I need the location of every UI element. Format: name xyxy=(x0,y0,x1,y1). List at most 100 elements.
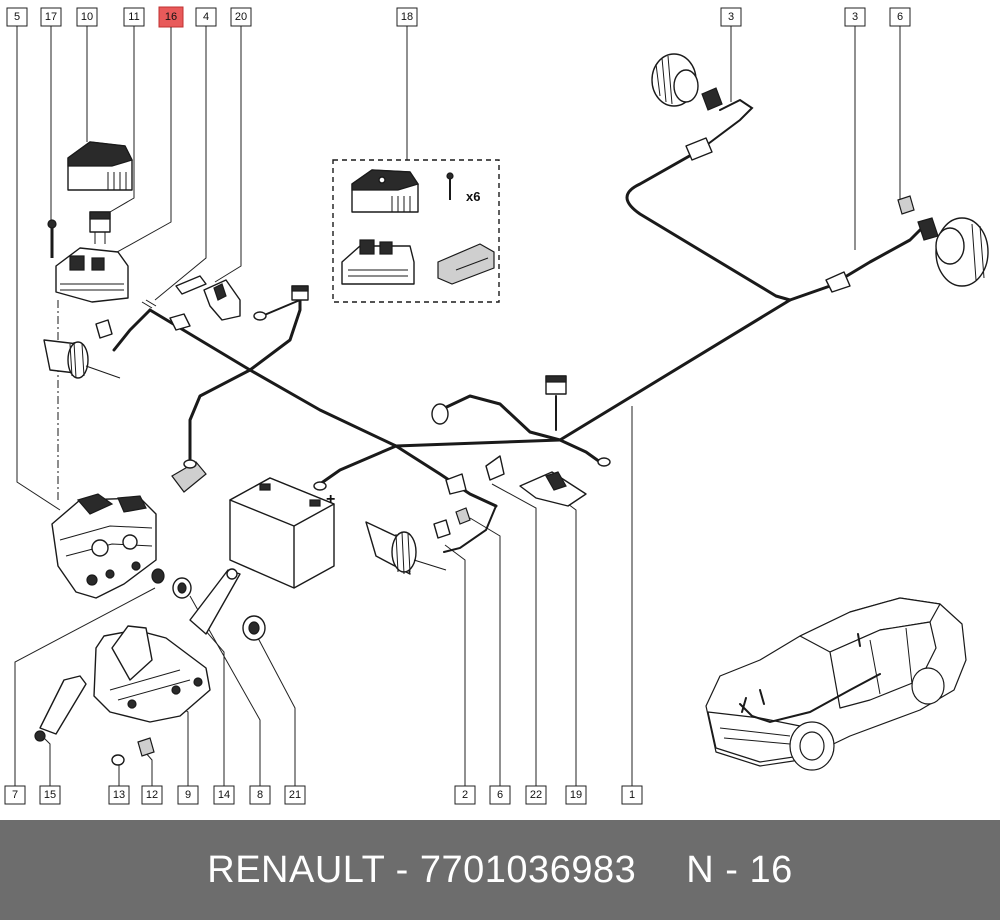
sensor-plug-front-right[interactable] xyxy=(685,137,713,161)
callout-17[interactable]: 17 xyxy=(40,7,62,27)
callout-9[interactable]: 9 xyxy=(177,785,199,805)
callout-6-top[interactable]: 6 xyxy=(889,7,911,27)
svg-text:18: 18 xyxy=(401,11,413,23)
svg-text:4: 4 xyxy=(203,11,209,23)
callouts: 5 17 10 11 16 4 20 18 3 3 6 7 15 13 12 9… xyxy=(4,6,911,805)
connector-center-top[interactable] xyxy=(545,375,567,395)
relay-cover-10[interactable] xyxy=(67,141,133,191)
bracket-arm-14[interactable] xyxy=(189,568,241,635)
mounting-bracket-9[interactable] xyxy=(93,625,211,723)
svg-text:16: 16 xyxy=(165,11,177,23)
kit-quantity-label: x6 xyxy=(466,189,480,204)
bolt-17[interactable] xyxy=(47,219,57,258)
callout-4[interactable]: 4 xyxy=(195,7,217,27)
relay-11[interactable] xyxy=(89,211,111,244)
callout-10[interactable]: 10 xyxy=(76,7,98,27)
clip-bracket-19[interactable] xyxy=(519,471,587,507)
callout-7[interactable]: 7 xyxy=(4,785,26,805)
connector-left-lower[interactable] xyxy=(171,459,207,493)
svg-text:20: 20 xyxy=(235,11,247,23)
bolt-12[interactable] xyxy=(137,737,155,757)
svg-text:10: 10 xyxy=(81,11,93,23)
repair-kit-group: x6 xyxy=(332,159,500,303)
callout-19[interactable]: 19 xyxy=(565,785,587,805)
callout-1[interactable]: 1 xyxy=(621,785,643,805)
mount-21[interactable] xyxy=(242,615,266,641)
callout-3-front[interactable]: 3 xyxy=(720,7,742,27)
clip-bracket-4[interactable] xyxy=(175,275,207,295)
callout-2[interactable]: 2 xyxy=(454,785,476,805)
svg-text:11: 11 xyxy=(128,11,139,23)
connector-relay-top[interactable] xyxy=(291,285,309,301)
clip-bracket-20[interactable] xyxy=(203,279,241,321)
battery: + xyxy=(229,477,335,589)
callout-18[interactable]: 18 xyxy=(396,7,418,27)
clip-bracket-22[interactable] xyxy=(485,455,505,481)
abs-hydraulic-unit-5[interactable] xyxy=(51,493,157,599)
callout-13[interactable]: 13 xyxy=(108,785,130,805)
callout-5[interactable]: 5 xyxy=(6,7,28,27)
footer-separator: - xyxy=(384,848,420,891)
front-right-hub-sensor-3[interactable] xyxy=(651,53,723,111)
ground-terminal-left[interactable] xyxy=(253,311,267,321)
callout-15[interactable]: 15 xyxy=(39,785,61,805)
callout-20[interactable]: 20 xyxy=(230,7,252,27)
svg-text:6: 6 xyxy=(897,11,903,23)
callout-12[interactable]: 12 xyxy=(141,785,163,805)
front-left-hub-sensor[interactable] xyxy=(43,319,121,379)
rear-right-hub-sensor-3[interactable] xyxy=(917,217,989,287)
grommet-7[interactable] xyxy=(151,568,165,584)
kit-dashed-border xyxy=(332,159,500,303)
sensor-plug-rear-right[interactable] xyxy=(825,271,851,293)
ground-terminal-right[interactable] xyxy=(597,457,611,467)
kit-connector-block[interactable] xyxy=(437,243,495,285)
svg-text:6: 6 xyxy=(497,789,503,801)
callout-8[interactable]: 8 xyxy=(249,785,271,805)
center-hub-sensor-2[interactable] xyxy=(365,519,451,575)
kit-relay-cover[interactable] xyxy=(351,169,419,213)
callout-22[interactable]: 22 xyxy=(525,785,547,805)
bolt-6-bottom[interactable] xyxy=(455,507,471,525)
part-number-footer: RENAULT - 7701036983 N - 16 xyxy=(0,820,1000,920)
callout-3-rear[interactable]: 3 xyxy=(844,7,866,27)
footer-brand: RENAULT xyxy=(207,848,385,891)
sensor-plug-front-left[interactable] xyxy=(141,299,191,331)
footer-ref-prefix: N - xyxy=(686,848,750,891)
svg-text:14: 14 xyxy=(218,789,230,801)
svg-text:12: 12 xyxy=(146,789,158,801)
callout-21[interactable]: 21 xyxy=(284,785,306,805)
svg-text:22: 22 xyxy=(530,789,542,801)
callout-11[interactable]: 11 xyxy=(123,7,145,27)
kit-relay-base[interactable] xyxy=(341,239,415,285)
bolt-6-top[interactable] xyxy=(897,195,915,215)
callout-6-bottom[interactable]: 6 xyxy=(489,785,511,805)
svg-text:3: 3 xyxy=(728,11,734,23)
vehicle-location-illustration xyxy=(705,597,967,771)
sensor-plug-center[interactable] xyxy=(445,473,467,495)
svg-text:19: 19 xyxy=(570,789,582,801)
abs-control-unit-16[interactable] xyxy=(55,247,129,303)
footer-ref-number: 16 xyxy=(749,848,793,891)
svg-text:9: 9 xyxy=(185,789,191,801)
washer-13[interactable] xyxy=(111,754,125,766)
ground-terminal-battery[interactable] xyxy=(313,481,327,491)
svg-text:17: 17 xyxy=(45,11,57,23)
callout-14[interactable]: 14 xyxy=(213,785,235,805)
wiring-harness-1[interactable] xyxy=(112,98,922,553)
footer-part-number: 7701036983 xyxy=(419,848,637,891)
battery-positive-label: + xyxy=(326,491,335,508)
kit-screw-icon xyxy=(446,172,454,200)
svg-text:13: 13 xyxy=(113,789,125,801)
inline-grommet-center[interactable] xyxy=(431,403,449,425)
svg-text:5: 5 xyxy=(14,11,20,23)
callout-16[interactable]: 16 xyxy=(158,6,184,28)
svg-text:21: 21 xyxy=(289,789,301,801)
link-rod-15[interactable] xyxy=(34,675,87,742)
bushing-8[interactable] xyxy=(172,577,192,599)
svg-text:3: 3 xyxy=(852,11,858,23)
svg-text:7: 7 xyxy=(12,789,18,801)
abs-wiring-exploded-diagram: 5 17 10 11 16 4 20 18 3 3 6 7 15 13 12 9… xyxy=(4,6,989,805)
svg-text:2: 2 xyxy=(462,789,468,801)
svg-text:15: 15 xyxy=(44,789,56,801)
svg-text:1: 1 xyxy=(629,789,635,801)
